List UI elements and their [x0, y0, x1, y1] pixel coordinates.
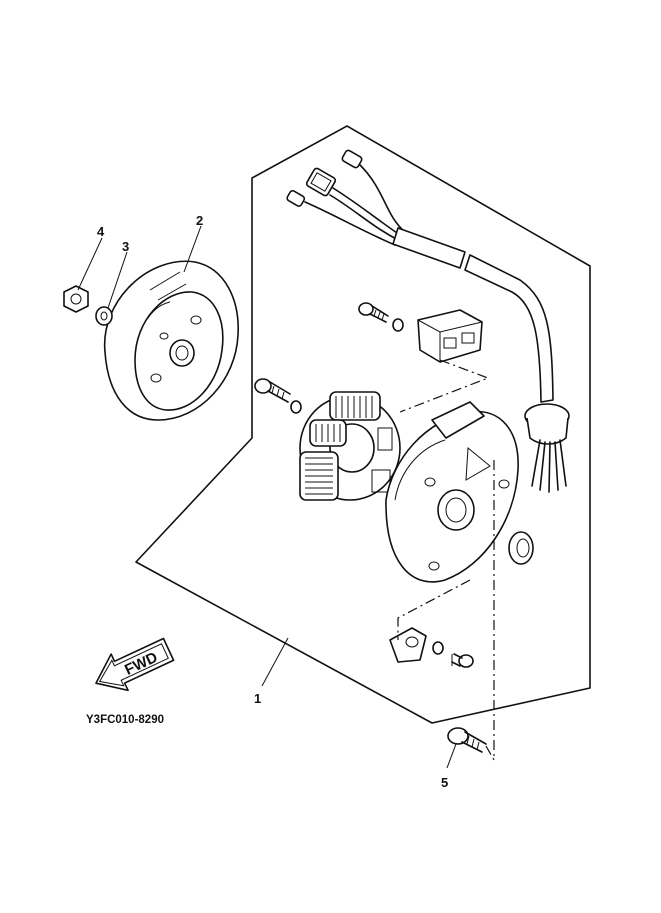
callout-4: 4	[97, 224, 105, 239]
lead-clamp	[389, 627, 444, 663]
clamp-screw	[451, 653, 474, 668]
reference-code: Y3FC010-8290	[86, 714, 164, 726]
leader-lines	[77, 225, 457, 769]
callout-2: 2	[196, 213, 203, 228]
stator-coil	[299, 391, 401, 501]
screw-part-5	[447, 727, 487, 753]
fwd-arrow: FWD	[95, 637, 175, 692]
callout-3: 3	[122, 239, 129, 254]
pulser-screw	[358, 302, 404, 332]
stator-screw	[254, 378, 302, 414]
callout-5: 5	[441, 775, 448, 790]
wire-harness	[286, 149, 570, 493]
nut-part-4	[63, 285, 89, 313]
callout-1: 1	[254, 691, 261, 706]
assembly-outline	[135, 125, 591, 724]
pulser-coil	[417, 309, 483, 363]
assembly-lines	[397, 359, 495, 761]
oil-seal	[508, 531, 534, 565]
base-plate	[385, 401, 519, 583]
washer-part-3	[95, 306, 113, 326]
rotor-flywheel	[103, 260, 239, 421]
